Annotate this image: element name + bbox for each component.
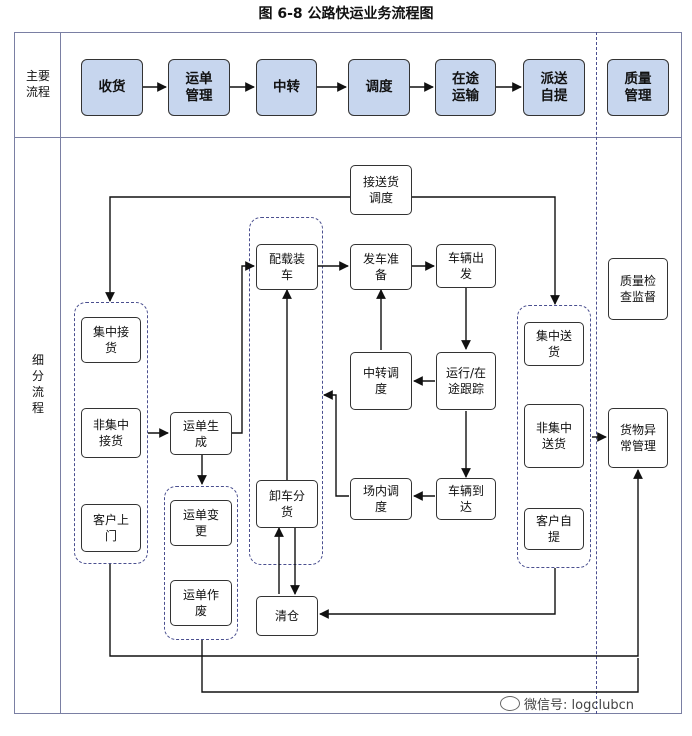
node-waybill-void: 运单作 废 xyxy=(170,580,232,626)
pickup-group xyxy=(74,302,148,564)
node-load: 配载装 车 xyxy=(256,244,318,290)
watermark-text: 微信号: logclubcn xyxy=(524,698,634,713)
diagram-frame xyxy=(14,32,682,714)
node-depart-prep: 发车准 备 xyxy=(350,244,412,290)
warehouse-group xyxy=(249,217,323,565)
waybill-to-load xyxy=(232,261,255,434)
delivery-group xyxy=(517,305,591,568)
node-vehicle-arrive: 车辆到 达 xyxy=(436,478,496,520)
main-step-delivery: 派送 自提 xyxy=(523,59,585,116)
main-step-quality: 质量 管理 xyxy=(607,59,669,116)
wechat-icon xyxy=(500,696,520,711)
main-step-receive: 收货 xyxy=(81,59,143,116)
row-divider xyxy=(14,137,682,138)
quality-column-divider xyxy=(596,32,597,714)
node-waybill-change: 运单变 更 xyxy=(170,500,232,546)
node-yard-dispatch: 场内调 度 xyxy=(350,478,412,520)
watermark: 微信号: logclubcn xyxy=(500,694,634,713)
label-column-divider xyxy=(60,32,61,714)
node-vehicle-depart: 车辆出 发 xyxy=(436,244,496,288)
row-label-main: 主要 流程 xyxy=(25,69,50,99)
row-label-detail: 细 分 流 程 xyxy=(31,353,44,415)
node-transit-tracking: 运行/在 途跟踪 xyxy=(436,352,496,410)
waybill-group xyxy=(164,486,238,640)
node-noncentral-delivery: 非集中 送货 xyxy=(524,404,584,468)
node-central-delivery: 集中送 货 xyxy=(524,322,584,366)
main-step-transfer: 中转 xyxy=(256,59,317,116)
node-central-pickup: 集中接 货 xyxy=(81,317,141,363)
visit-to-exception xyxy=(109,469,643,657)
void-to-exception xyxy=(201,640,639,693)
node-dispatch: 接送货 调度 xyxy=(350,165,412,215)
diagram-title: 图 6-8 公路快运业务流程图 xyxy=(258,6,434,22)
dispatch-to-delivery xyxy=(412,196,560,305)
node-unload: 卸车分 货 xyxy=(256,480,318,528)
node-clear: 清仓 xyxy=(256,596,318,636)
node-transfer-dispatch: 中转调 度 xyxy=(350,352,412,410)
node-cargo-exception: 货物异 常管理 xyxy=(608,408,668,468)
main-step-dispatch: 调度 xyxy=(348,59,410,116)
dispatch-to-pickup xyxy=(105,196,350,302)
node-customer-visit: 客户上 门 xyxy=(81,504,141,552)
node-quality-check: 质量检 查监督 xyxy=(608,258,668,320)
delivery-to-clear xyxy=(319,568,556,619)
node-customer-pickup: 客户自 提 xyxy=(524,508,584,550)
main-step-transit: 在途 运输 xyxy=(435,59,496,116)
node-waybill-generate: 运单生 成 xyxy=(170,412,232,455)
main-step-waybill: 运单 管理 xyxy=(168,59,230,116)
yard-to-warehouse xyxy=(323,390,349,497)
node-noncentral-pickup: 非集中 接货 xyxy=(81,408,141,458)
